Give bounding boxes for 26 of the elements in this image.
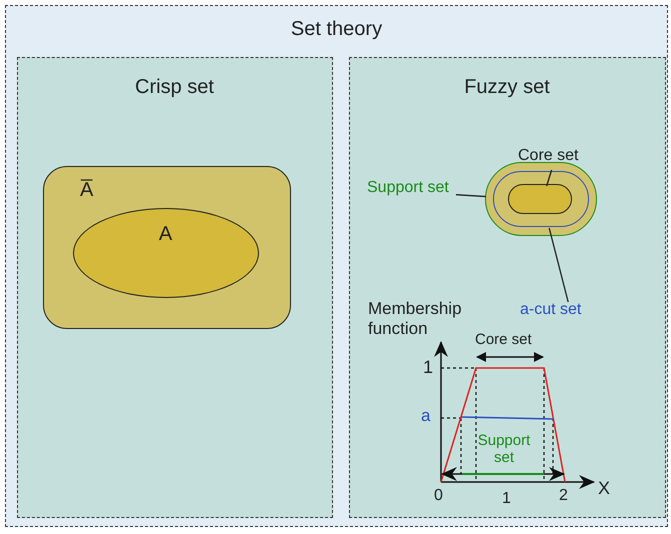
tick-label: 0 [434, 487, 443, 506]
axis-title: Membership function [368, 299, 463, 338]
set-symbol: A̅ [80, 179, 94, 202]
panel-title: Fuzzy set [464, 76, 550, 98]
callout-text: Core set [518, 147, 578, 164]
leader-line [548, 228, 569, 302]
tick-label: 1 [423, 357, 434, 378]
core-set-capsule [508, 184, 572, 214]
tick-label: 2 [559, 487, 568, 506]
fuzzy-set-panel [348, 56, 666, 518]
dimension-label: Core set [475, 331, 532, 348]
dimension-label: Support set [476, 432, 532, 466]
leader-line [546, 170, 552, 186]
crisp-set-panel [16, 56, 332, 518]
callout-text: a-cut set [520, 301, 582, 318]
outer-panel [5, 5, 668, 527]
alpha-cut-capsule [492, 170, 588, 226]
panel-title: Set theory [290, 18, 382, 41]
callout-text: Support set [367, 179, 449, 196]
universe-rectangle [43, 166, 291, 329]
panel-title: Crisp set [135, 76, 214, 98]
set-symbol: A [158, 222, 172, 246]
axis-title: X [598, 478, 610, 499]
tick-label: 1 [502, 490, 511, 508]
leader-line [456, 194, 486, 198]
tick-label: a [421, 406, 430, 426]
